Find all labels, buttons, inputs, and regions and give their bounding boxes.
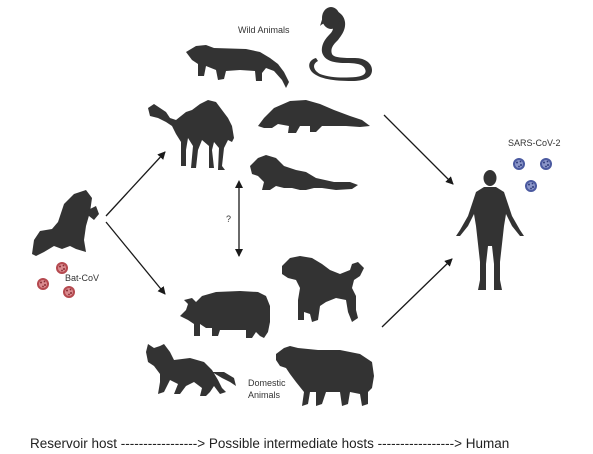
- cat-icon: [146, 344, 236, 396]
- virus-icon: [513, 158, 525, 170]
- dog-icon: [282, 256, 364, 322]
- virus-icon: [63, 286, 75, 298]
- domestic-animals-label-line2: Animals: [248, 390, 281, 400]
- civet-icon: [186, 45, 289, 88]
- arrow-wild-to-human: [383, 114, 454, 185]
- arrow-bat-to-domestic: [105, 221, 166, 295]
- virus-icon: [540, 158, 552, 170]
- human-icon: [456, 170, 524, 290]
- sars-cov-2-virus-particles: [513, 158, 552, 192]
- wild-animals-label: Wild Animals: [238, 25, 290, 35]
- sars-cov-2-label: SARS-CoV-2: [508, 138, 561, 148]
- arrow-domestic-to-human: [381, 258, 453, 328]
- pig-icon: [180, 291, 270, 338]
- virus-icon: [37, 278, 49, 290]
- virus-icon: [525, 180, 537, 192]
- uncertain-transmission-question-mark: ?: [226, 214, 232, 224]
- bat-icon: [32, 190, 99, 256]
- camel-icon: [148, 100, 234, 170]
- cow-icon: [276, 346, 374, 406]
- pangolin-icon: [258, 100, 370, 133]
- domestic-animals-label-line1: Domestic: [248, 378, 286, 388]
- transmission-pathway-caption: Reservoir host -----------------> Possib…: [30, 436, 510, 451]
- bat-cov-label: Bat-CoV: [65, 273, 100, 283]
- arrow-bat-to-wild: [105, 151, 166, 217]
- ferret-icon: [250, 155, 358, 190]
- cobra-icon: [309, 7, 372, 81]
